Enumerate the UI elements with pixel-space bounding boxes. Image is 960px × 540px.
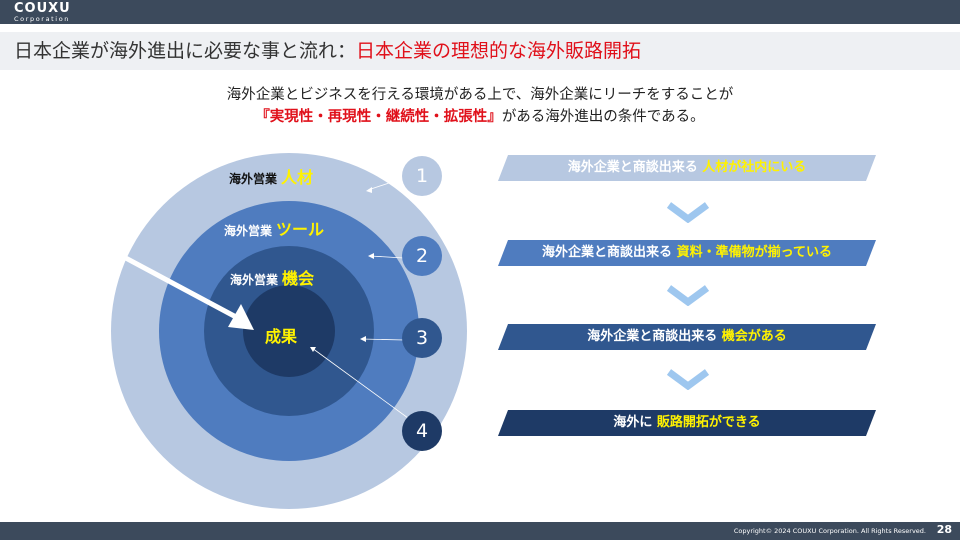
slide-title: 日本企業が海外進出に必要な事と流れ：日本企業の理想的な海外販路開拓 (14, 38, 641, 64)
layer-prefix: 海外営業 (230, 273, 279, 287)
step-highlight: 機会がある (721, 329, 787, 344)
step-prefix: 海外企業と商談出来る (542, 245, 673, 260)
step-prefix: 海外に (613, 415, 653, 430)
number-badge-2: 2 (402, 236, 442, 276)
layer-label-result: 成果 (265, 323, 297, 347)
top-bar (0, 0, 960, 24)
layer-label-opportunity: 海外営業機会 (230, 265, 314, 289)
step-banner-3: 海外企業と商談出来る 機会がある (498, 324, 876, 350)
copyright-text: Copyright© 2024 COUXU Corporation. All R… (733, 527, 926, 535)
intro-conditions: 『実現性・再現性・継続性・拡張性』 (255, 109, 502, 125)
connector-1 (367, 177, 405, 191)
chevron-down-icon (666, 285, 710, 306)
step-prefix: 海外企業と商談出来る (587, 329, 718, 344)
title-accent: 日本企業の理想的な海外販路開拓 (356, 40, 642, 62)
ring-core (243, 285, 335, 377)
number-badge-4: 4 (402, 411, 442, 451)
layer-highlight: 人材 (281, 168, 314, 187)
number-badge-3: 3 (402, 318, 442, 358)
logo-subtext: Corporation (14, 15, 70, 23)
chevron-down-icon (666, 202, 710, 223)
title-main: 日本企業が海外進出に必要な事と流れ： (14, 40, 357, 62)
arrow-shaft (120, 253, 238, 320)
company-logo: COUXU Corporation (14, 2, 71, 23)
connector-2 (369, 255, 405, 259)
step-prefix: 海外企業と商談出来る (567, 160, 698, 175)
layer-highlight: 機会 (282, 269, 315, 288)
layer-prefix: 海外営業 (224, 224, 273, 238)
intro-line-1: 海外企業とビジネスを行える環境がある上で、海外企業にリーチをすることが (226, 87, 734, 103)
logo-name: COUXU (14, 1, 71, 16)
step-banner-4: 海外に 販路開拓ができる (498, 410, 876, 436)
step-highlight: 人材が社内にいる (702, 160, 807, 175)
page-number: 28 (936, 523, 952, 536)
layer-prefix: 海外営業 (229, 172, 278, 186)
connector-4 (311, 347, 409, 419)
layer-highlight: 成果 (265, 327, 298, 346)
intro-line-2-rest: がある海外進出の条件である。 (501, 109, 705, 125)
layer-highlight: ツール (276, 220, 325, 239)
step-banner-1: 海外企業と商談出来る 人材が社内にいる (498, 155, 876, 181)
number-badge-1: 1 (402, 156, 442, 196)
step-banner-2: 海外企業と商談出来る 資料・準備物が揃っている (498, 240, 876, 266)
chevron-down-icon (666, 369, 710, 390)
layer-label-tools: 海外営業ツール (224, 216, 324, 240)
layer-label-talent: 海外営業人材 (229, 164, 313, 188)
intro-line-2: 『実現性・再現性・継続性・拡張性』がある海外進出の条件である。 (120, 106, 840, 128)
connector-3 (361, 338, 405, 341)
arrow-head (228, 304, 254, 330)
intro-text: 海外企業とビジネスを行える環境がある上で、海外企業にリーチをすることが 『実現性… (120, 84, 840, 128)
footer-bar (0, 522, 960, 540)
title-bar (0, 32, 960, 70)
step-highlight: 資料・準備物が揃っている (676, 245, 832, 260)
step-highlight: 販路開拓ができる (656, 415, 761, 430)
